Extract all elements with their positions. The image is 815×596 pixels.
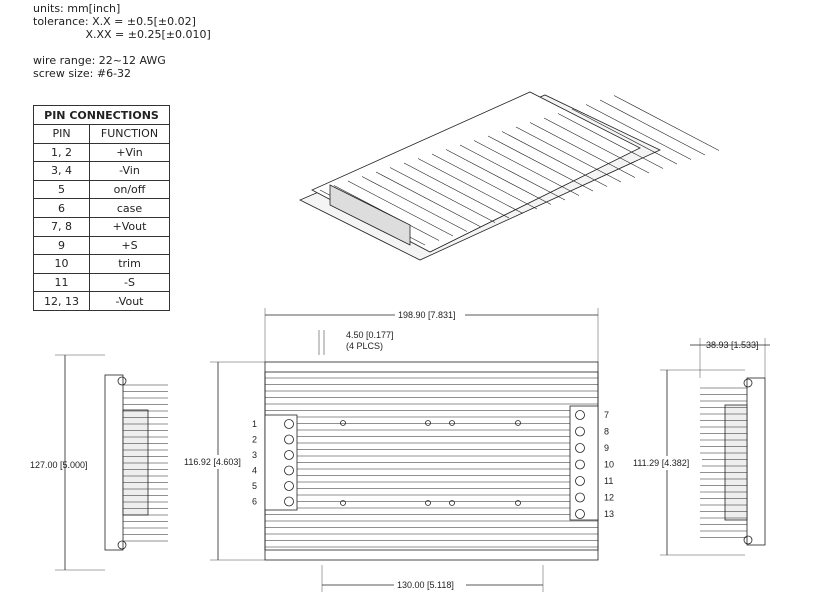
pin-label: 12: [604, 493, 614, 503]
table-row: 7, 8+Vout: [33, 216, 170, 237]
pin-label: 6: [252, 497, 257, 507]
dim-height-front: 116.92 [4.603]: [184, 457, 241, 467]
function-cell: -Vout: [89, 291, 170, 311]
table-row: 9+S: [33, 235, 170, 256]
drawing-notes: units: mm[inch] tolerance: X.X = ±0.5[±0…: [33, 2, 211, 80]
isometric-view: [299, 91, 720, 261]
pin-cell: 11: [33, 272, 90, 293]
function-cell: on/off: [89, 179, 170, 200]
table-title: PIN CONNECTIONS: [33, 105, 170, 125]
dim-slot: 4.50 [0.177]: [346, 330, 394, 340]
dim-height-right: 111.29 [4.382]: [633, 458, 689, 468]
pin-cell: 7, 8: [33, 216, 90, 237]
dim-height-left: 127.00 [5.000]: [30, 460, 88, 470]
table-row: 11-S: [33, 272, 170, 293]
col-function: FUNCTION: [89, 124, 170, 144]
table-row: 12, 13-Vout: [33, 291, 170, 311]
pin-label: 5: [252, 481, 257, 491]
dim-depth: 38.93 [1.533]: [706, 340, 759, 350]
pin-label: 1: [252, 419, 257, 429]
pin-label: 8: [604, 427, 609, 437]
pin-label: 7: [604, 410, 609, 420]
units-note: units: mm[inch]: [33, 2, 121, 15]
wire-range-note: wire range: 22~12 AWG: [33, 54, 166, 67]
pin-label: 2: [252, 435, 257, 445]
function-cell: -Vin: [89, 161, 170, 181]
dim-mount: 130.00 [5.118]: [397, 580, 454, 590]
function-cell: -S: [89, 272, 170, 293]
pin-label: 4: [252, 466, 257, 476]
pin-label: 13: [604, 509, 614, 519]
dim-slot-note: (4 PLCS): [346, 341, 383, 351]
pin-cell: 12, 13: [33, 291, 90, 311]
tolerance-note-2: X.XX = ±0.25[±0.010]: [33, 28, 211, 41]
right-side-view: [660, 338, 770, 556]
dim-width: 198.90 [7.831]: [398, 310, 456, 320]
pin-label: 9: [604, 443, 609, 453]
pin-label: 10: [604, 460, 614, 470]
table-row: 3, 4-Vin: [33, 161, 170, 181]
function-cell: trim: [89, 254, 170, 274]
screw-size-note: screw size: #6-32: [33, 67, 132, 80]
pin-label: 3: [252, 450, 257, 460]
pin-label: 11: [604, 476, 613, 486]
tolerance-note: tolerance: X.X = ±0.5[±0.02]: [33, 15, 196, 28]
front-view: [210, 308, 599, 592]
left-side-view: [55, 354, 168, 571]
